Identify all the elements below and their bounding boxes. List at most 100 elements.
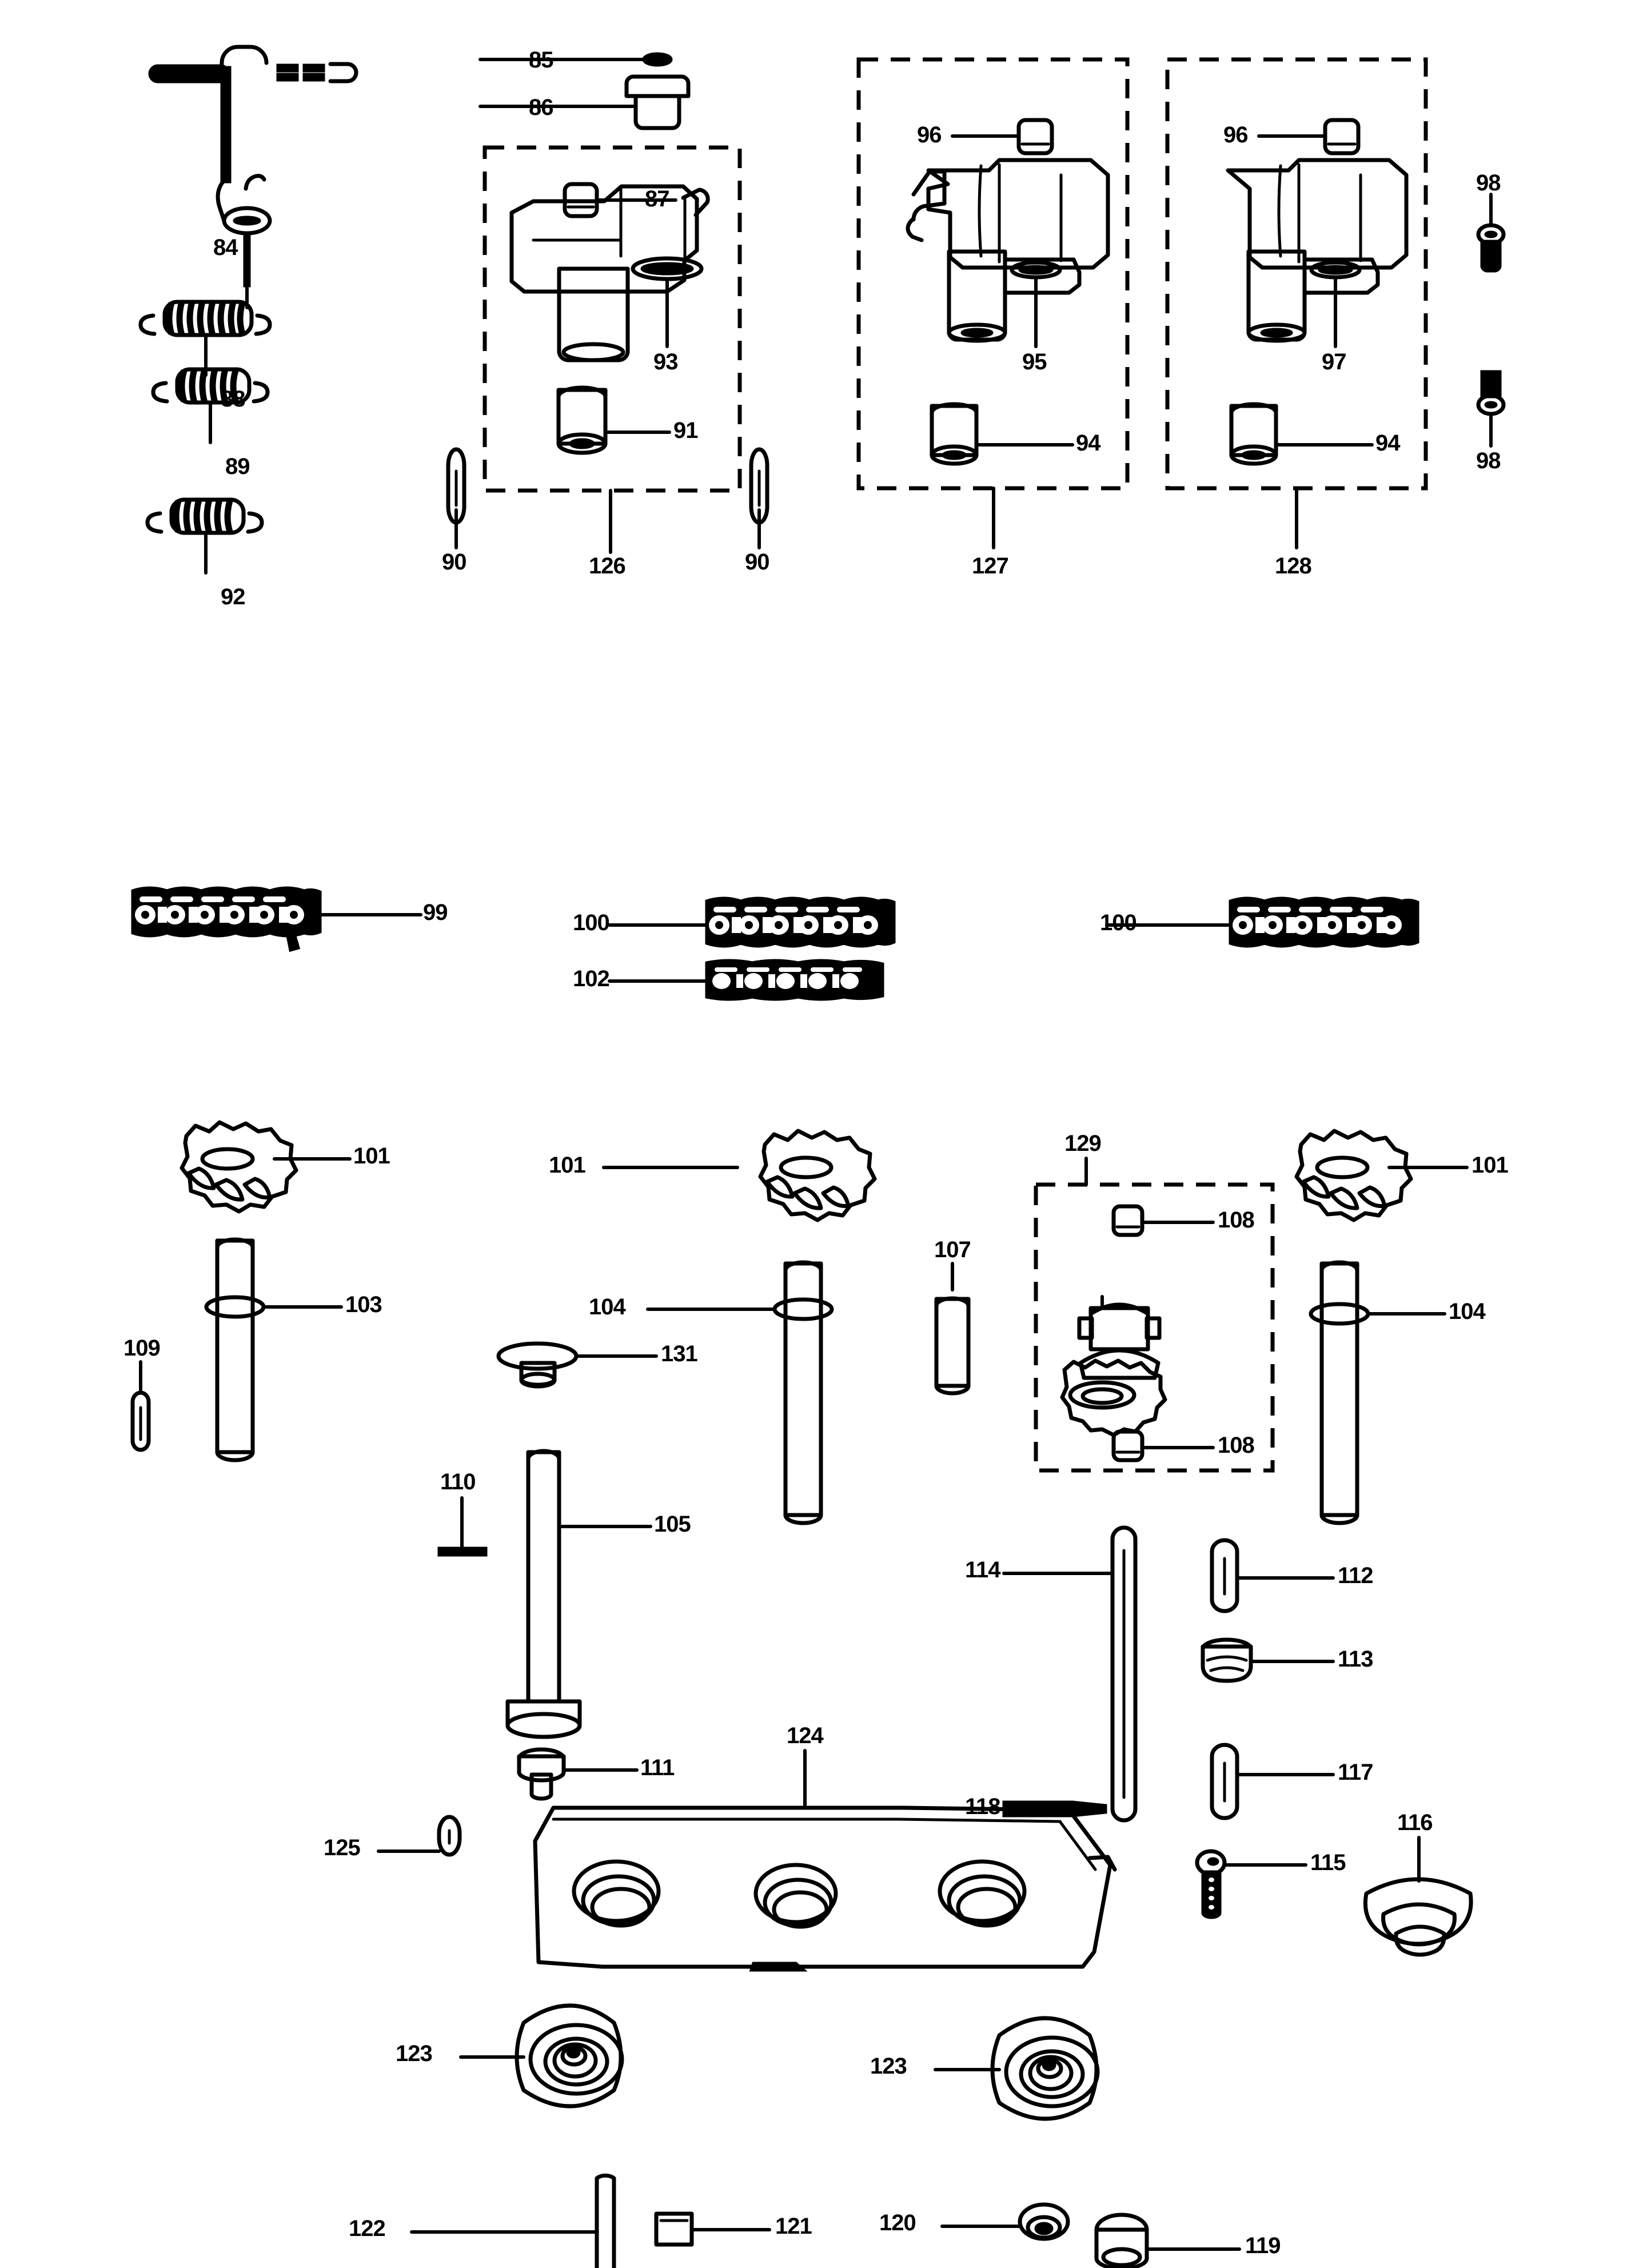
callout-108-lower: 108 — [1218, 1433, 1255, 1458]
group-126-enclosure — [482, 145, 742, 554]
part-94-bushing-right — [1229, 402, 1374, 466]
callout-126: 126 — [589, 553, 626, 579]
callout-90-left: 90 — [442, 549, 466, 575]
part-98-shoulder-pin-upper — [1476, 193, 1506, 273]
part-97-bracket-right — [1226, 158, 1409, 348]
callout-123-left: 123 — [396, 2041, 433, 2066]
callout-125: 125 — [324, 1835, 361, 1860]
part-95-bracket-center — [906, 158, 1110, 348]
part-115-rivet-screw — [1195, 1849, 1307, 1919]
callout-100-right: 100 — [1100, 910, 1137, 935]
part-100-roller-chain-center — [608, 896, 896, 948]
callout-95: 95 — [1022, 349, 1047, 374]
part-94-bushing-center — [930, 402, 1074, 466]
callout-113: 113 — [1338, 1647, 1374, 1672]
part-98-shoulder-pin-lower — [1476, 370, 1506, 448]
callout-122: 122 — [349, 2216, 386, 2241]
callout-104-center: 104 — [589, 1294, 626, 1320]
callout-101-left: 101 — [353, 1143, 390, 1169]
part-112-roll-pin — [1210, 1538, 1335, 1613]
part-89-extension-spring — [151, 367, 270, 444]
callout-108-upper: 108 — [1218, 1207, 1255, 1233]
part-101-sprocket-center — [602, 1129, 877, 1222]
callout-92: 92 — [221, 584, 245, 609]
callout-115: 115 — [1310, 1850, 1346, 1875]
part-119-bushing-cup — [1094, 2213, 1241, 2268]
callout-107: 107 — [934, 1237, 971, 1262]
callout-131: 131 — [661, 1341, 698, 1366]
part-103-spindle-shaft — [204, 1237, 343, 1462]
part-88-extension-spring — [138, 300, 272, 377]
part-105-shoulder-bolt — [505, 1449, 652, 1739]
callout-96-right: 96 — [1223, 122, 1248, 148]
part-86-cap-bushing — [478, 74, 691, 130]
callout-96-center: 96 — [917, 122, 942, 148]
callout-89: 89 — [225, 454, 250, 479]
part-104-spindle-shaft-right — [1309, 1260, 1446, 1525]
callout-105: 105 — [654, 1512, 691, 1537]
part-104-spindle-shaft-center — [646, 1260, 834, 1525]
part-108-square-spacer-upper — [1111, 1204, 1215, 1237]
callout-123-right: 123 — [870, 2054, 907, 2079]
part-96-square-spacer-right — [1257, 118, 1361, 156]
callout-94-center: 94 — [1076, 431, 1100, 456]
part-90-roll-pin-left — [446, 447, 466, 549]
callout-86: 86 — [529, 95, 553, 120]
part-125-cotter-clip — [377, 1815, 462, 1857]
callout-121: 121 — [775, 2214, 812, 2239]
callout-90-right: 90 — [745, 549, 769, 575]
callout-116: 116 — [1397, 1810, 1433, 1835]
group-127-enclosure — [856, 57, 1130, 549]
callout-101-center: 101 — [549, 1153, 586, 1178]
callout-91: 91 — [673, 418, 698, 443]
part-121-spacer-bush — [654, 2211, 771, 2247]
part-111-lock-nut — [517, 1747, 639, 1801]
part-93-bracket-arm — [509, 184, 710, 362]
callout-102: 102 — [573, 966, 610, 991]
part-123-wheel-roller-right — [934, 2016, 1100, 2121]
callout-120: 120 — [879, 2210, 916, 2235]
group-128-enclosure — [1165, 57, 1428, 549]
part-85-small-pin — [478, 52, 673, 67]
callout-94-right: 94 — [1375, 431, 1400, 456]
callout-103: 103 — [345, 1292, 382, 1317]
part-99-roller-chain — [131, 886, 422, 952]
callout-100-center: 100 — [573, 910, 610, 935]
group-129-enclosure — [1034, 1157, 1275, 1473]
part-92-extension-spring — [145, 497, 264, 575]
callout-84: 84 — [213, 235, 238, 260]
part-117-roll-pin — [1210, 1743, 1335, 1820]
callout-114: 114 — [965, 1557, 1001, 1583]
part-124-deck-housing-plate — [533, 1749, 1117, 1972]
callout-110: 110 — [440, 1469, 476, 1494]
callout-98-lower: 98 — [1476, 448, 1501, 473]
callout-112: 112 — [1338, 1563, 1374, 1588]
part-131-flanged-washer — [496, 1341, 658, 1389]
callout-109: 109 — [123, 1336, 161, 1361]
part-114-long-rod — [1002, 1525, 1138, 1823]
part-101-sprocket-right — [1294, 1129, 1469, 1222]
callout-129: 129 — [1064, 1131, 1102, 1156]
part-84-t-handle-tool — [148, 45, 358, 309]
part-107-spacer-tube — [934, 1262, 971, 1396]
part-122-threaded-bolt — [410, 2173, 616, 2268]
part-116-dome-bearing-cup — [1363, 1836, 1473, 1957]
callout-98-upper: 98 — [1476, 170, 1501, 196]
part-109-roll-pin — [130, 1360, 151, 1452]
callout-111: 111 — [640, 1755, 675, 1780]
callout-88: 88 — [221, 386, 245, 412]
part-129-sprocket-hub — [1060, 1295, 1167, 1437]
part-100-roller-chain-right — [1105, 896, 1419, 948]
part-91-bushing-sleeve — [556, 385, 671, 455]
callout-128: 128 — [1275, 553, 1312, 579]
part-101-sprocket-left — [180, 1120, 352, 1214]
part-102-roller-chain-narrow — [608, 959, 884, 1001]
part-96-square-spacer-center — [951, 118, 1054, 156]
callout-104-right: 104 — [1449, 1299, 1486, 1324]
callout-119: 119 — [1245, 2233, 1281, 2258]
callout-117: 117 — [1338, 1760, 1374, 1785]
part-120-washer-nut — [940, 2202, 1070, 2241]
part-113-nut-cap — [1201, 1637, 1335, 1683]
